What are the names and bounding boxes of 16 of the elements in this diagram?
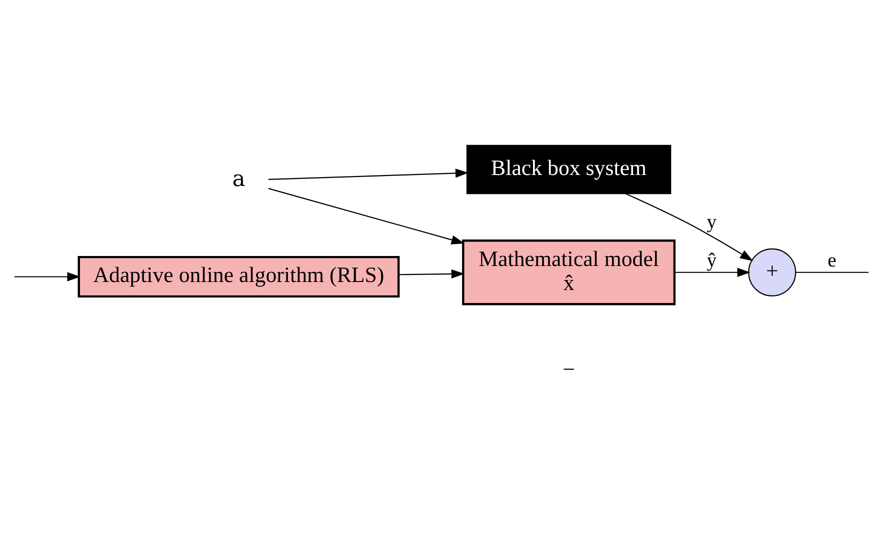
node-box: Mathematical model x̂ — [462, 240, 676, 306]
arrow — [268, 188, 465, 244]
arrow — [674, 268, 750, 277]
connector — [795, 272, 869, 273]
node-box: Adaptive online algorithm (RLS) — [78, 256, 400, 298]
arrow — [625, 193, 754, 262]
label: − — [562, 356, 575, 382]
edge-label: ŷ — [706, 249, 717, 272]
edge-label: e — [828, 249, 836, 272]
arrow — [398, 269, 465, 279]
arrow — [268, 168, 469, 180]
node-text: a — [232, 166, 246, 192]
node-box: Black box system — [466, 144, 672, 194]
edge-label: y — [706, 210, 717, 233]
node-circle: + — [748, 248, 796, 296]
arrow — [14, 272, 80, 282]
